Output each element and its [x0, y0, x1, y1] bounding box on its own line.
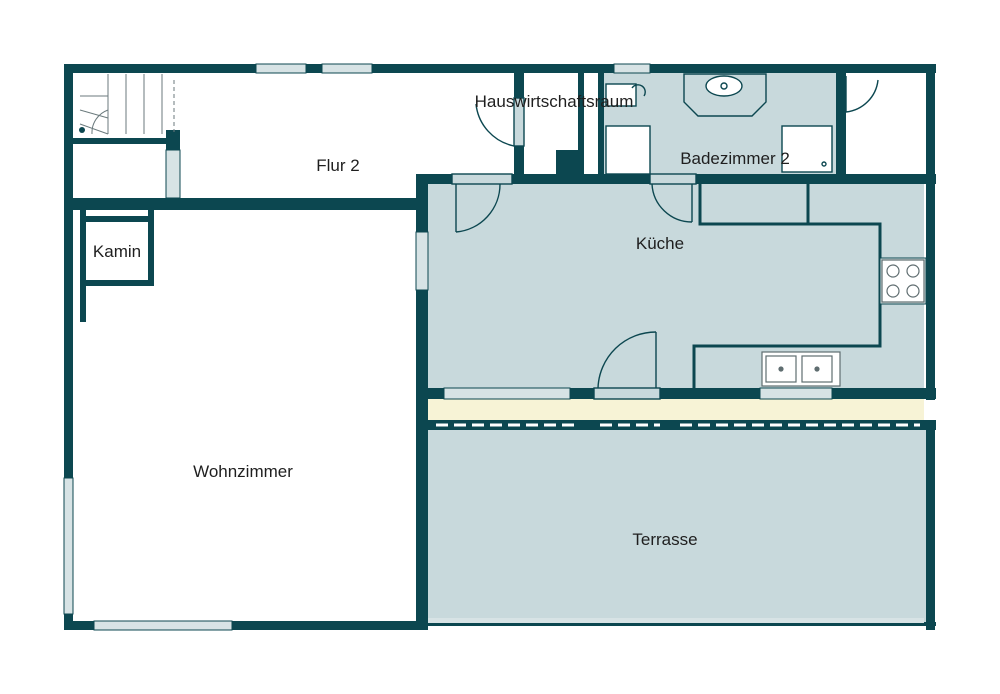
wall-hwr-shaft	[556, 150, 580, 178]
terrace-bottom-glass	[428, 618, 924, 623]
door-opening-kamin-side	[415, 231, 429, 291]
terrasse-floor	[428, 425, 926, 623]
room-labels: Flur 2 Hauswirtschaftsraum Badezimmer 2 …	[93, 92, 790, 549]
label-flur: Flur 2	[316, 156, 359, 175]
wall-bottom-left	[64, 621, 424, 630]
wall-top	[64, 64, 936, 73]
window-flur-2	[321, 63, 373, 74]
window-kueche-1	[443, 387, 571, 400]
terrace-posts	[586, 420, 674, 430]
window-left	[63, 477, 74, 615]
label-hauswirtschaftsraum: Hauswirtschaftsraum	[475, 92, 634, 111]
wall-bottom-right	[424, 622, 936, 626]
floor-fills	[72, 72, 928, 623]
window-kueche-2	[759, 387, 833, 400]
label-terrasse: Terrasse	[632, 530, 697, 549]
bath-fixtures	[605, 73, 833, 175]
wall-kueche-bottom	[416, 388, 936, 399]
wall-right-lower	[926, 420, 935, 630]
window-bad	[613, 63, 651, 74]
wall-left	[64, 64, 73, 630]
door-kueche-a-frame	[451, 173, 513, 185]
wall-kamin-left	[80, 210, 86, 322]
label-wohnzimmer: Wohnzimmer	[193, 462, 293, 481]
wall-flur-bottom	[64, 198, 420, 210]
wall-hwr-bad	[578, 64, 584, 178]
wohnzimmer-floor	[72, 208, 416, 622]
threshold-strip	[428, 399, 924, 421]
wall-kamin-top	[80, 216, 154, 222]
wall-stair-closet-top	[72, 138, 180, 144]
hwr-sink	[605, 83, 637, 107]
doors	[451, 76, 879, 400]
closet-floor	[846, 72, 928, 178]
wall-right-upper	[926, 64, 935, 400]
kueche-floor	[428, 184, 924, 392]
door-hwr-leaf	[513, 97, 525, 147]
label-badezimmer: Badezimmer 2	[680, 149, 790, 168]
door-terrasse-frame	[593, 387, 661, 400]
wall-stair-closet-right	[166, 130, 180, 150]
wall-terrasse-top	[416, 420, 936, 430]
window-bottom	[93, 620, 233, 631]
wall-hwr-bad-2	[598, 64, 604, 178]
door-hwr-swing	[475, 103, 515, 147]
wall-kamin-right	[148, 210, 154, 284]
door-bad-frame	[649, 173, 697, 185]
hwr-appliance	[605, 125, 651, 175]
stairs	[79, 74, 175, 135]
kitchen-fixtures	[761, 259, 925, 387]
door-opening-flur-stair	[165, 149, 181, 199]
wall-kamin-bottom	[80, 280, 154, 286]
label-kueche: Küche	[636, 234, 684, 253]
wall-bad-right	[836, 64, 846, 178]
washbasin-bowl	[705, 75, 743, 97]
window-flur-1	[255, 63, 307, 74]
shower-tray	[781, 125, 833, 173]
label-kamin: Kamin	[93, 242, 141, 261]
cooktop	[881, 259, 925, 303]
